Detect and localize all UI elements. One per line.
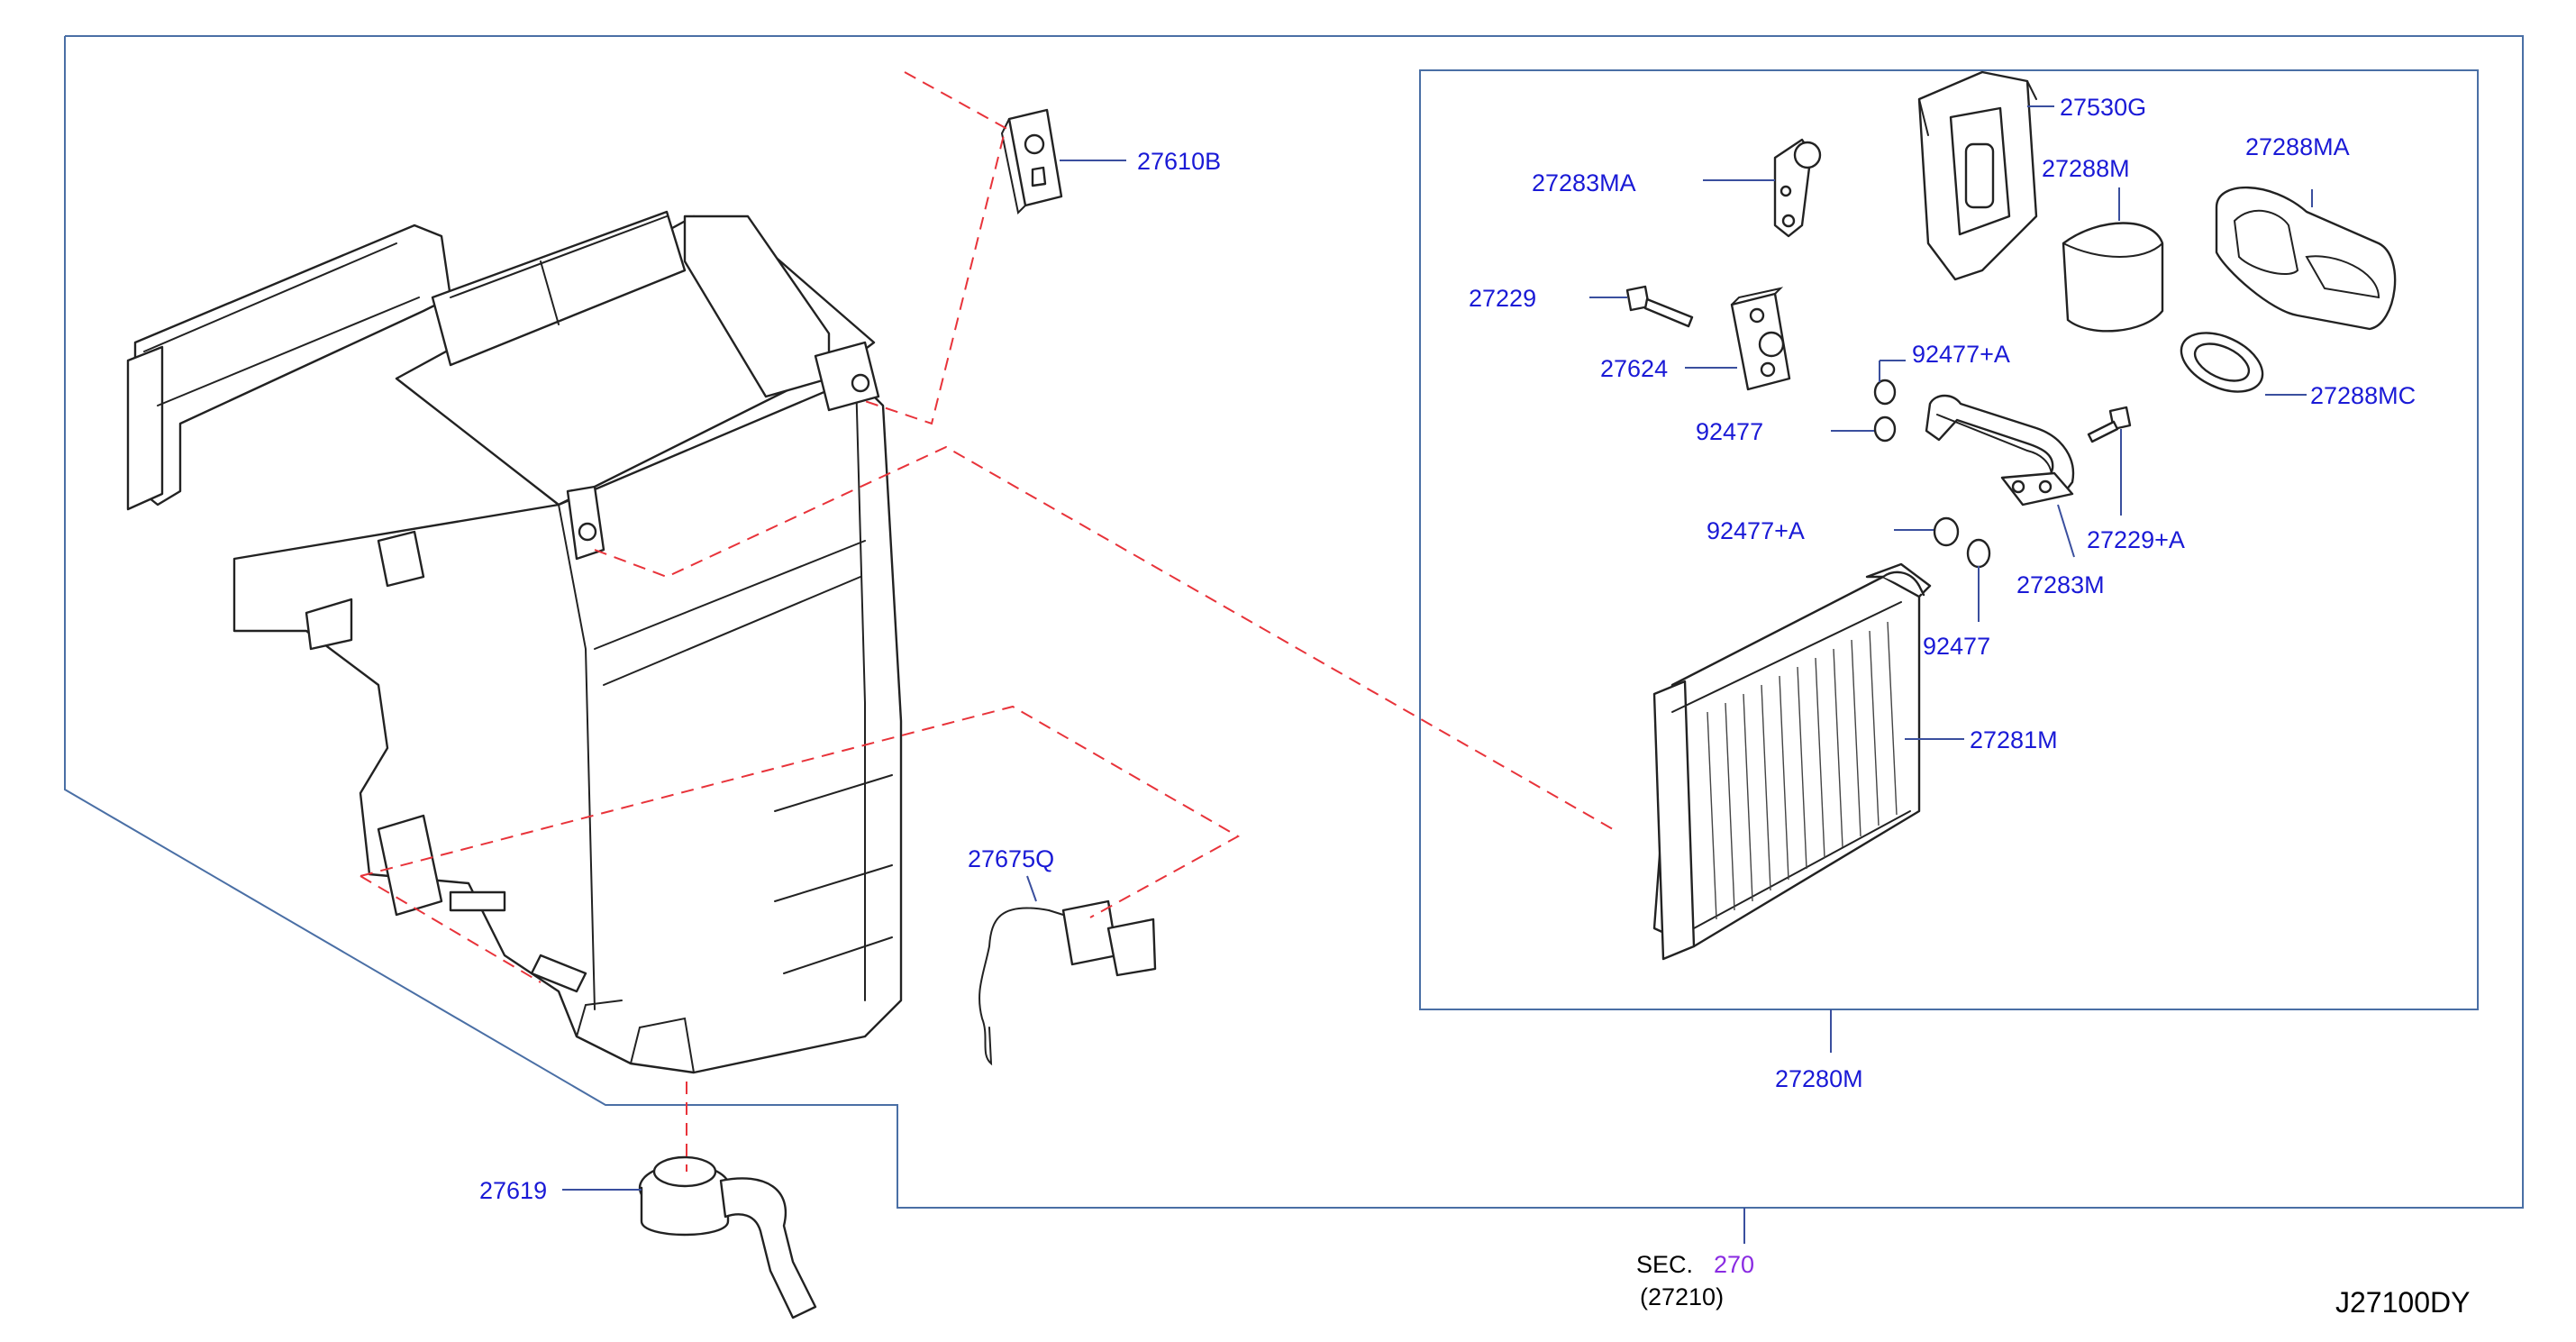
label-27288M: 27288M bbox=[2042, 155, 2130, 182]
part-92477A-oring-top bbox=[1873, 379, 1897, 406]
label-27530G: 27530G bbox=[2060, 94, 2146, 121]
part-27281M-evaporator bbox=[1652, 562, 1932, 961]
part-27288M-insulator bbox=[2062, 222, 2164, 333]
dashed-ref-drain bbox=[360, 875, 542, 983]
label-27610B: 27610B bbox=[1137, 148, 1221, 175]
diagram-code: J27100DY bbox=[2335, 1286, 2470, 1319]
label-27281M: 27281M bbox=[1970, 726, 2058, 753]
part-27229A-bolt bbox=[2087, 406, 2132, 443]
label-27624: 27624 bbox=[1600, 355, 1668, 382]
part-27229-bolt bbox=[1625, 285, 1694, 328]
label-27288MC: 27288MC bbox=[2310, 382, 2416, 409]
part-27610B-bracket bbox=[1000, 108, 1063, 215]
part-92477A-oring-mid bbox=[1933, 516, 1960, 547]
label-27288MA: 27288MA bbox=[2245, 133, 2350, 160]
dashed-ref-evaporator bbox=[594, 445, 1614, 830]
part-92477-oring-top bbox=[1873, 415, 1897, 443]
label-27283MA: 27283MA bbox=[1532, 169, 1636, 196]
label-27229: 27229 bbox=[1469, 285, 1536, 312]
leader-27283M bbox=[2057, 504, 2075, 558]
hvac-unit-housing bbox=[126, 210, 903, 1074]
label-92477-top: 92477 bbox=[1696, 418, 1763, 445]
label-27229A: 27229+A bbox=[2087, 526, 2185, 553]
label-92477A-top: 92477+A bbox=[1912, 341, 2010, 368]
dashed-ref-27610B bbox=[864, 71, 1007, 425]
evaporator-subassembly-frame bbox=[1419, 69, 2479, 1010]
section-prefix: SEC. bbox=[1636, 1251, 1693, 1278]
label-27280M: 27280M bbox=[1775, 1065, 1863, 1092]
label-27675Q: 27675Q bbox=[968, 845, 1054, 872]
section-subassembly: (27210) bbox=[1640, 1283, 1724, 1310]
part-92477-oring-bot bbox=[1966, 538, 1991, 569]
part-27530G-case bbox=[1917, 70, 2038, 281]
part-27283MA-fitting bbox=[1773, 138, 1822, 238]
part-27283M-pipe bbox=[1925, 394, 2075, 507]
part-27288MC-seal bbox=[2180, 332, 2264, 393]
part-27619-drain-hose bbox=[638, 1155, 817, 1319]
part-27624-expansion-valve bbox=[1730, 287, 1791, 391]
leader-27675Q bbox=[1026, 875, 1037, 902]
section-number-link[interactable]: 270 bbox=[1714, 1251, 1754, 1278]
label-27283M: 27283M bbox=[2016, 571, 2105, 598]
dashed-ref-sensor bbox=[360, 705, 1241, 918]
part-27675Q-sensor bbox=[979, 899, 1157, 1066]
label-92477-bot: 92477 bbox=[1923, 633, 1990, 660]
outer-assembly-frame bbox=[64, 35, 2524, 1209]
label-92477A-mid: 92477+A bbox=[1707, 517, 1805, 544]
part-27288MA-duct bbox=[2215, 186, 2397, 331]
evaporator-fin-hatch bbox=[1707, 621, 1898, 920]
label-27619: 27619 bbox=[479, 1177, 547, 1204]
